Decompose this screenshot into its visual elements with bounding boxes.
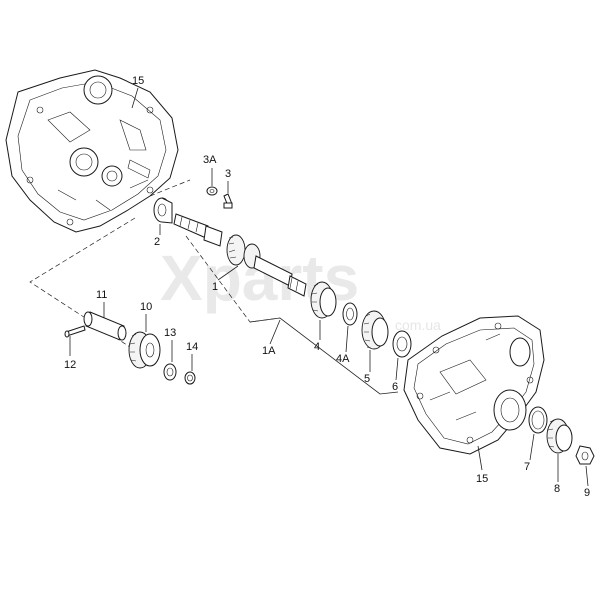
callout-4: 4 (314, 341, 320, 353)
main-shaft-1 (173, 213, 307, 297)
callout-15-lower: 15 (476, 473, 488, 485)
callout-13: 13 (164, 327, 176, 339)
gear-10 (128, 331, 161, 369)
callout-1a: 1A (262, 345, 276, 357)
gear-8 (546, 418, 573, 454)
seal-ring-7 (528, 406, 548, 434)
bolt-3 (223, 193, 233, 209)
callout-7: 7 (524, 461, 530, 473)
gear-5 (361, 310, 389, 350)
pin-12 (64, 325, 86, 338)
callout-12: 12 (64, 359, 76, 371)
callout-14: 14 (186, 341, 198, 353)
callout-2: 2 (154, 236, 160, 248)
callout-3: 3 (225, 168, 231, 180)
washer-3a (206, 186, 218, 196)
layshaft-11 (83, 311, 127, 341)
callout-4a: 4A (336, 353, 350, 365)
bearing-2 (153, 197, 173, 224)
circlip-14 (184, 371, 196, 385)
callout-1: 1 (212, 281, 218, 293)
ring-4a (342, 302, 358, 326)
nut-9 (575, 445, 595, 465)
callout-8: 8 (554, 483, 560, 495)
watermark-subtext: com.ua (395, 317, 441, 333)
gear-4 (310, 281, 337, 319)
bearing-6 (392, 330, 412, 358)
washer-13 (163, 363, 177, 381)
callout-15-upper: 15 (132, 75, 144, 87)
callout-6: 6 (392, 381, 398, 393)
gearbox-housing-lower (403, 315, 545, 455)
callout-10: 10 (140, 301, 152, 313)
callout-5: 5 (364, 373, 370, 385)
callout-3a: 3A (203, 154, 217, 166)
gearbox-housing-upper (5, 69, 179, 233)
callout-11: 11 (96, 289, 107, 301)
callout-9: 9 (584, 487, 590, 499)
